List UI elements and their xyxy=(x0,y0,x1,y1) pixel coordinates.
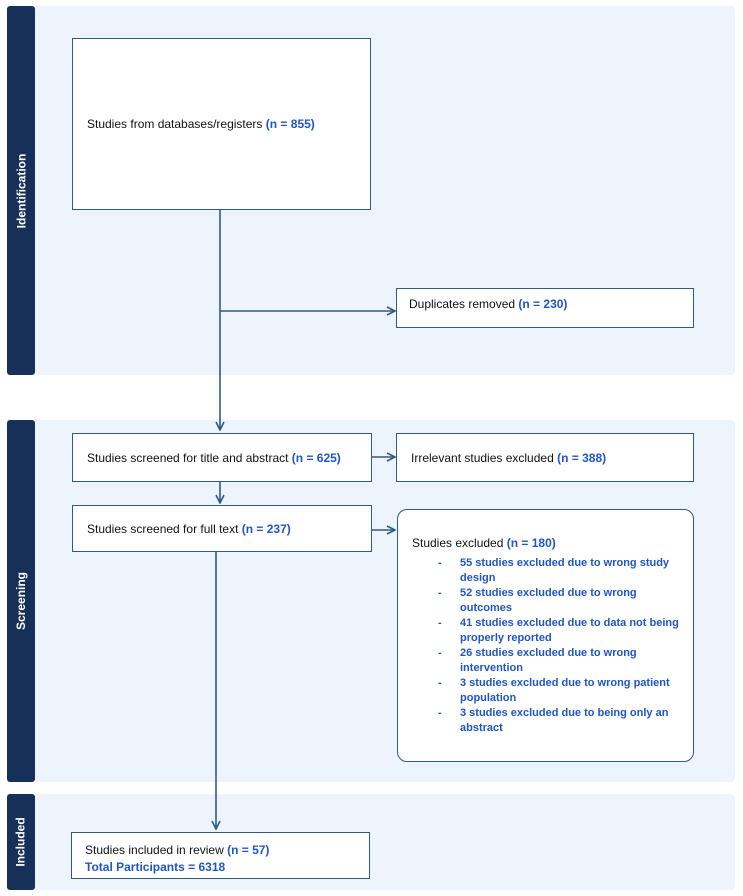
databases-text: Studies from databases/registers (n = 85… xyxy=(87,117,315,131)
screening-label: Screening xyxy=(14,571,28,631)
duplicates-count: (n = 230) xyxy=(518,297,568,311)
fulltext-screening-text: Studies screened for full text (n = 237) xyxy=(87,522,291,536)
exclusion-reason: 3 studies excluded due to wrong patient … xyxy=(412,676,679,706)
identification-sidebar: Identification xyxy=(7,6,35,375)
screening-sidebar: Screening xyxy=(7,420,35,782)
duplicates-text: Duplicates removed (n = 230) xyxy=(409,297,567,311)
excluded-heading: Studies excluded (n = 180) xyxy=(412,536,679,550)
exclusion-reason: 3 studies excluded due to being only an … xyxy=(412,706,679,736)
included-line: Studies included in review (n = 57) xyxy=(85,842,369,859)
irrelevant-text: Irrelevant studies excluded (n = 388) xyxy=(411,451,606,465)
irrelevant-count: (n = 388) xyxy=(557,450,607,465)
identification-label: Identification xyxy=(14,153,29,228)
title-screening-box: Studies screened for title and abstract … xyxy=(72,433,372,482)
duplicates-box: Duplicates removed (n = 230) xyxy=(396,288,694,328)
included-sidebar: Included xyxy=(7,794,35,890)
databases-label: Studies from databases/registers xyxy=(87,117,266,131)
databases-box: Studies from databases/registers (n = 85… xyxy=(72,38,371,210)
title-screening-label: Studies screened for title and abstract xyxy=(87,450,292,465)
exclusion-reason: 52 studies excluded due to wrong outcome… xyxy=(412,586,679,616)
exclusion-reason: 55 studies excluded due to wrong study d… xyxy=(412,556,679,586)
fulltext-screening-count: (n = 237) xyxy=(241,522,291,536)
exclusion-reasons-list: 55 studies excluded due to wrong study d… xyxy=(412,556,679,736)
excluded-label: Studies excluded xyxy=(412,536,507,550)
excluded-count: (n = 180) xyxy=(506,536,556,550)
title-screening-text: Studies screened for title and abstract … xyxy=(87,451,341,465)
included-count: (n = 57) xyxy=(227,843,270,857)
excluded-box: Studies excluded (n = 180) 55 studies ex… xyxy=(397,509,694,762)
fulltext-screening-label: Studies screened for full text xyxy=(87,522,242,536)
fulltext-screening-box: Studies screened for full text (n = 237) xyxy=(72,505,372,552)
irrelevant-box: Irrelevant studies excluded (n = 388) xyxy=(396,433,694,482)
exclusion-reason: 41 studies excluded due to data not bein… xyxy=(412,616,679,646)
databases-count: (n = 855) xyxy=(265,117,315,131)
included-label: Included xyxy=(14,817,28,867)
irrelevant-label: Irrelevant studies excluded xyxy=(411,450,558,465)
included-label: Studies included in review xyxy=(85,843,228,857)
total-participants: Total Participants = 6318 xyxy=(85,860,226,874)
exclusion-reason: 26 studies excluded due to wrong interve… xyxy=(412,646,679,676)
title-screening-count: (n = 625) xyxy=(291,450,341,465)
included-box: Studies included in review (n = 57) Tota… xyxy=(71,832,370,879)
duplicates-label: Duplicates removed xyxy=(409,297,519,311)
